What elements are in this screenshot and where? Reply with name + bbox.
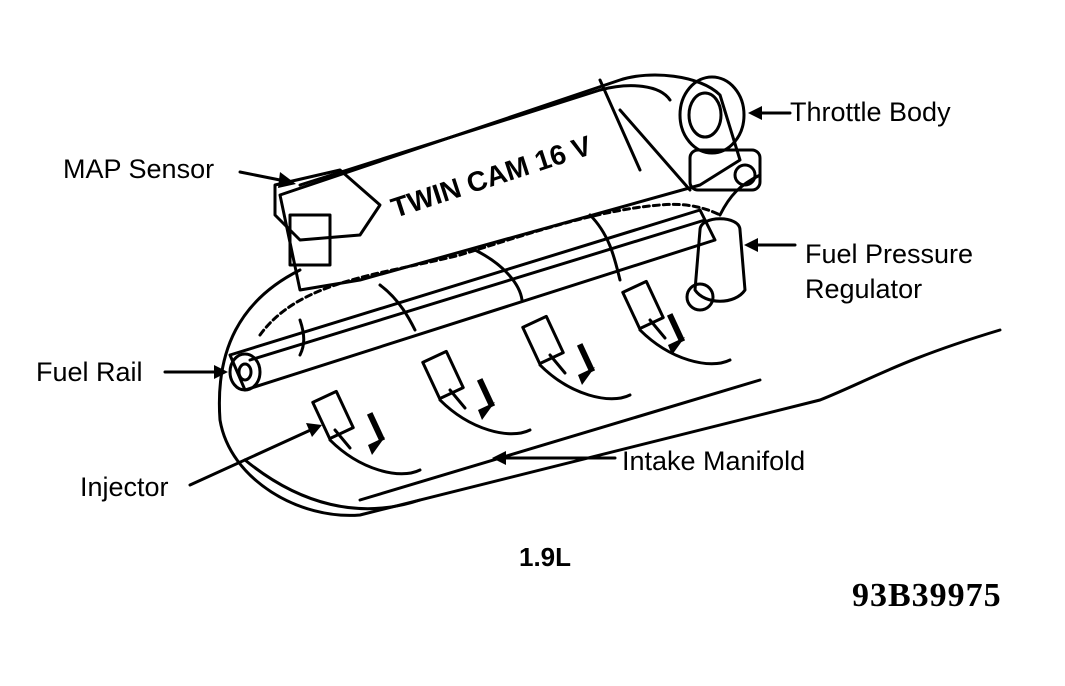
label-fuel-pressure-regulator-line2: Regulator (805, 274, 923, 304)
cam-cover (278, 73, 742, 292)
leader-injector (188, 426, 317, 487)
label-fuel-rail: Fuel Rail (36, 357, 143, 387)
engine-caption: 1.9L (519, 542, 572, 572)
harness-branch-1 (378, 283, 417, 332)
airflow-arrow-2 (476, 378, 496, 420)
regulator-hose (718, 173, 762, 217)
throttle-fitting (733, 163, 757, 187)
airflow-arrow-4 (666, 313, 686, 355)
injector-4 (621, 279, 667, 340)
harness-branch-2 (473, 248, 524, 302)
fuel-rail-line (248, 218, 707, 362)
throttle-body (678, 75, 746, 155)
injector-2 (421, 349, 467, 410)
injector-1 (311, 389, 355, 450)
airflow-arrow-3 (576, 343, 596, 385)
harness-branch-3 (588, 213, 622, 282)
label-fuel-pressure-regulator-line1: Fuel Pressure (805, 239, 974, 269)
throttle-body-bore (687, 91, 723, 139)
airflow-arrow-1 (366, 412, 386, 455)
figure-code: 93B39975 (852, 577, 1002, 614)
map-sensor (273, 168, 382, 242)
arrowhead-map-sensor (278, 172, 296, 188)
label-throttle-body: Throttle Body (790, 97, 951, 127)
arrowhead-intake-manifold (492, 451, 506, 465)
map-sensor-base (288, 213, 332, 267)
cam-cover-ridge (618, 108, 692, 192)
label-map-sensor: MAP Sensor (63, 154, 215, 184)
intake-runner-1 (328, 438, 422, 476)
arrowhead-fuel-rail (214, 365, 228, 379)
fuel-rail-end-inner (237, 362, 253, 382)
arrowhead-injector (306, 423, 322, 437)
arrowhead-throttle-body (748, 106, 762, 120)
cam-cover-ridge-2 (598, 78, 642, 172)
throttle-linkage (688, 148, 762, 192)
harness-branch-4 (298, 318, 306, 357)
intake-runner-4 (638, 328, 732, 366)
manifold-flange (358, 378, 762, 502)
intake-runner-3 (538, 363, 632, 401)
fuel-rail-end (228, 352, 262, 392)
fuel-pressure-regulator (693, 217, 747, 303)
regulator-fitting (685, 282, 715, 312)
engine-cover-text: TWIN CAM 16 V (387, 130, 595, 224)
injector-3 (521, 314, 567, 375)
manifold-base-outline (243, 458, 422, 511)
label-injector: Injector (80, 472, 169, 502)
cam-cover-top (298, 84, 672, 187)
wiring-harness (258, 202, 722, 337)
intake-runner-2 (438, 398, 532, 436)
arrowhead-fuel-pressure-regulator (744, 238, 758, 252)
label-intake-manifold: Intake Manifold (622, 446, 806, 476)
engine-block-outline (217, 268, 1002, 517)
